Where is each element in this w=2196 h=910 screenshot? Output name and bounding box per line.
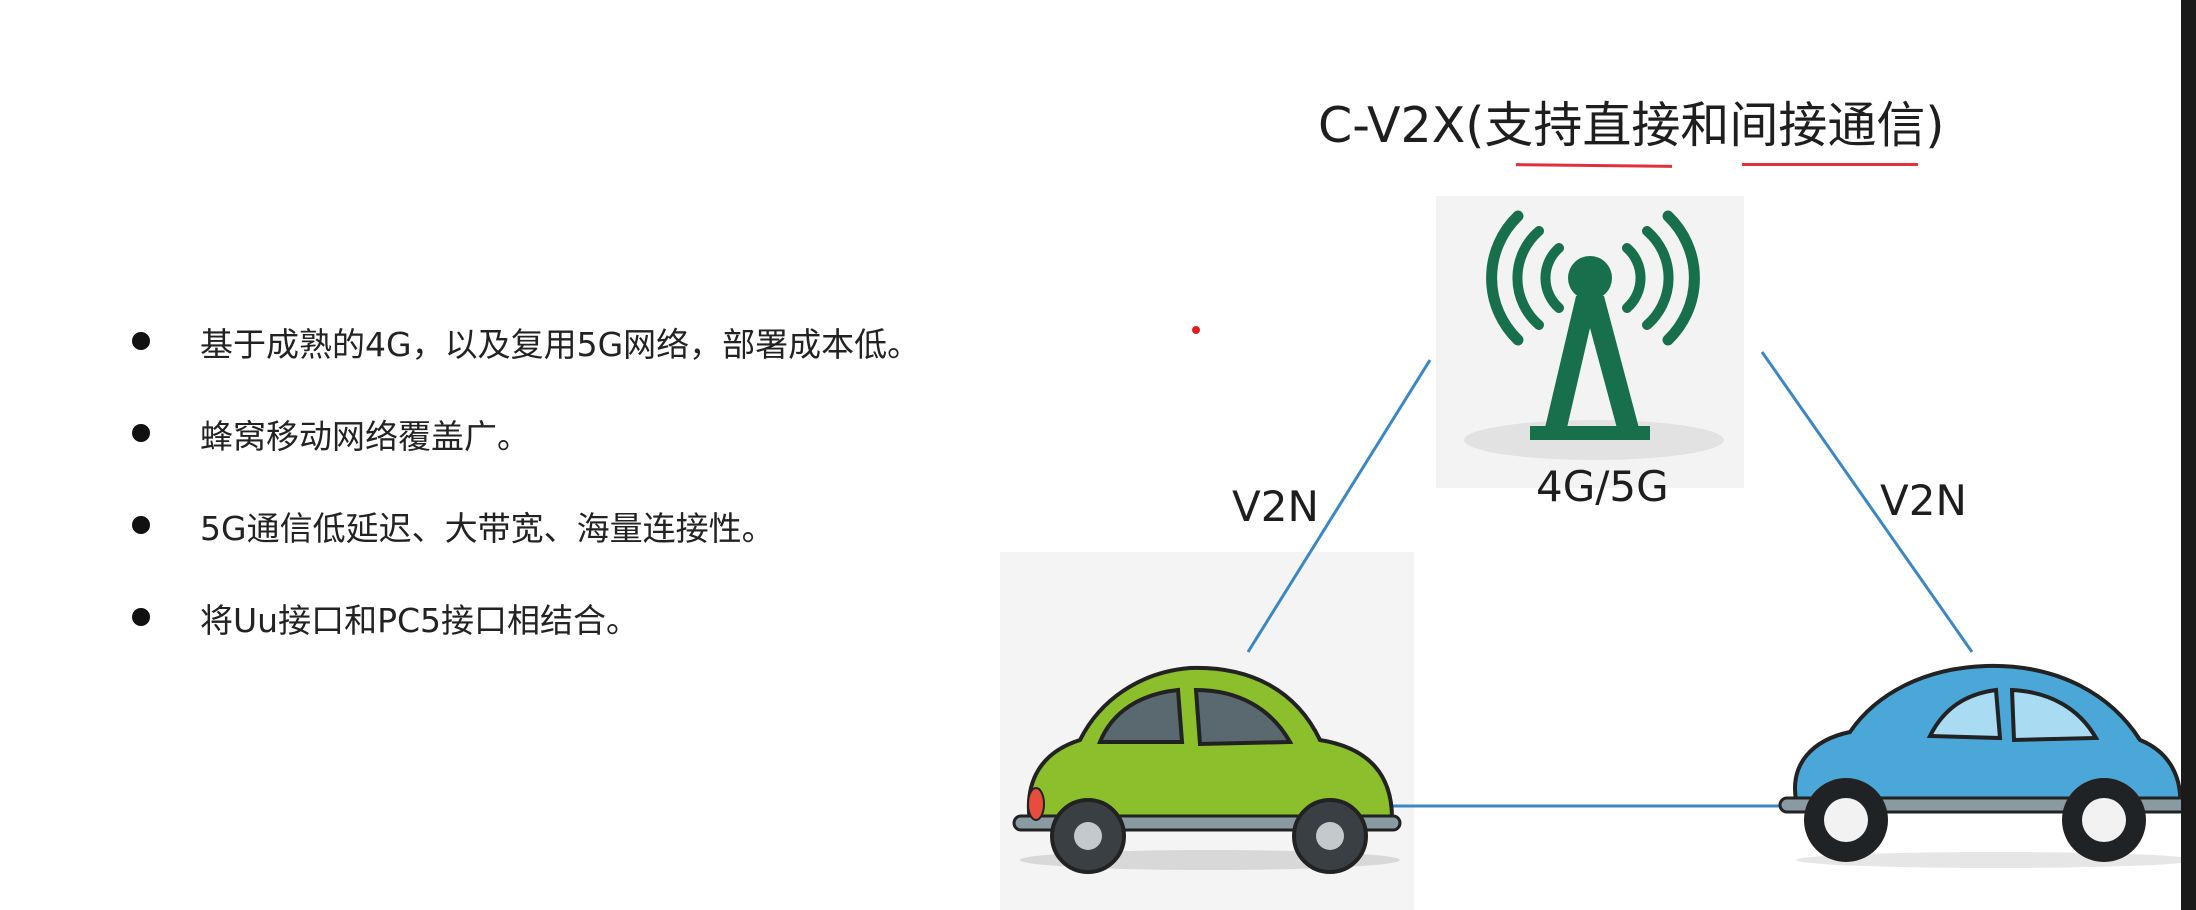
- diagram-title: C-V2X(支持直接和间接通信): [1318, 97, 1945, 154]
- annotation-underline-right: [1742, 163, 1918, 166]
- blue-beetle-car: [1778, 663, 2196, 868]
- bullet-item: 5G通信低延迟、大带宽、海量连接性。: [128, 502, 920, 594]
- green-beetle-car: [1012, 665, 1402, 874]
- bullet-dot: [132, 516, 150, 534]
- link-label-left: V2N: [1232, 482, 1319, 531]
- bullet-item: 蜂窝移动网络覆盖广。: [128, 410, 920, 502]
- link-line-right: [1760, 351, 1974, 653]
- bullet-item: 基于成熟的4G，以及复用5G网络，部署成本低。: [128, 318, 920, 410]
- pointer-dot: [1192, 326, 1200, 334]
- link-line-left: [1246, 359, 1432, 653]
- bullet-text: 蜂窝移动网络覆盖广。: [200, 417, 530, 456]
- bullet-list: 基于成熟的4G，以及复用5G网络，部署成本低。 蜂窝移动网络覆盖广。 5G通信低…: [128, 318, 920, 686]
- cell-tower-icon: [1464, 210, 1724, 460]
- bullet-text: 基于成熟的4G，以及复用5G网络，部署成本低。: [200, 325, 921, 364]
- bullet-text: 5G通信低延迟、大带宽、海量连接性。: [200, 509, 775, 548]
- bullet-dot: [132, 424, 150, 442]
- window-edge: [2181, 0, 2196, 910]
- bullet-text: 将Uu接口和PC5接口相结合。: [200, 601, 640, 640]
- link-label-right: V2N: [1880, 476, 1967, 525]
- bullet-dot: [132, 608, 150, 626]
- bullet-dot: [132, 332, 150, 350]
- bullet-item: 将Uu接口和PC5接口相结合。: [128, 594, 920, 686]
- tower-label: 4G/5G: [1536, 462, 1669, 511]
